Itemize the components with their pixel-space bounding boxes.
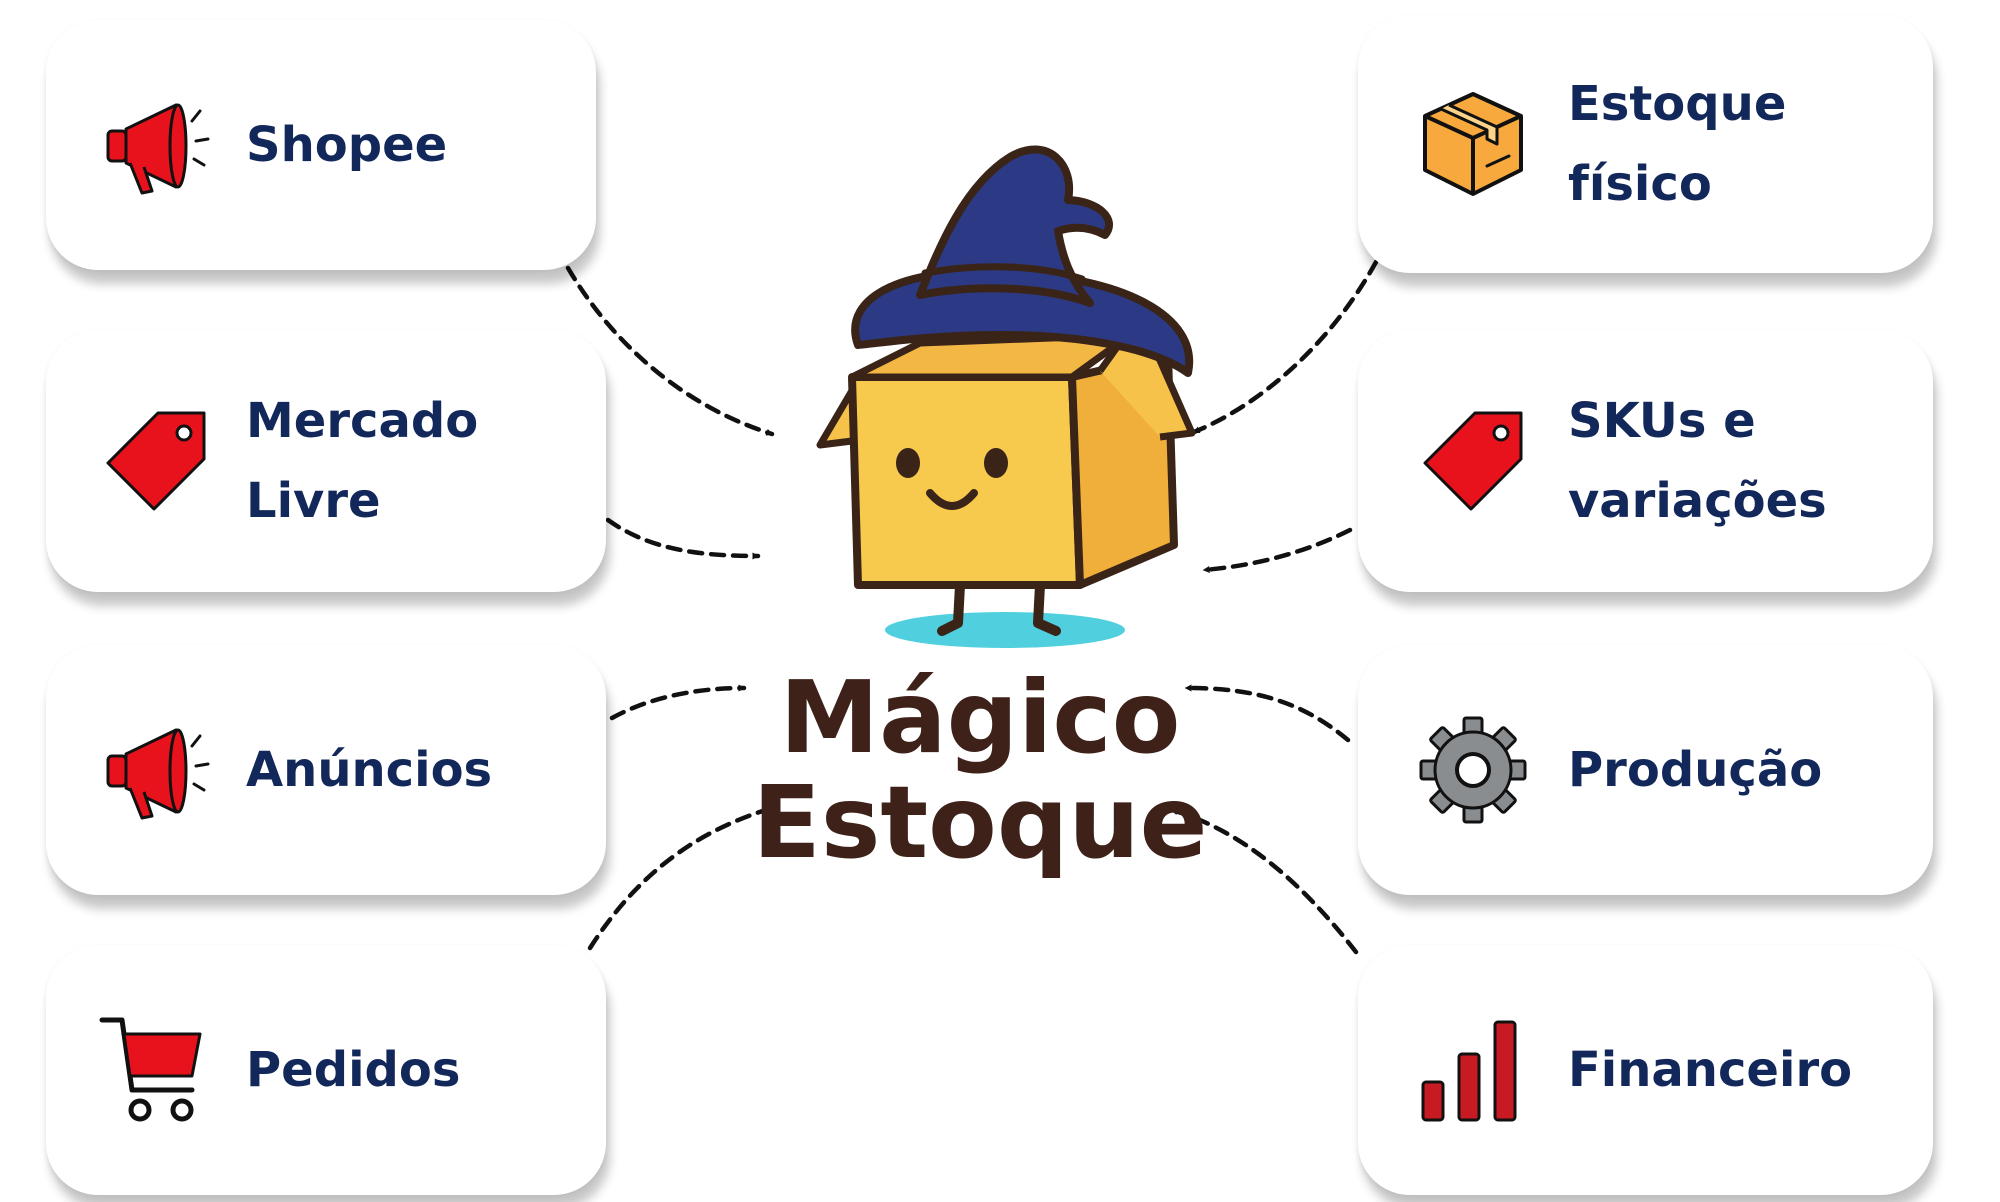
card-financeiro: Financeiro — [1358, 945, 1933, 1195]
center-title-line-2: Estoque — [752, 764, 1208, 881]
price-tag-icon — [96, 401, 216, 521]
arrow-skus — [1201, 527, 1353, 574]
center-title: Mágico Estoque — [680, 665, 1280, 875]
shopping-cart-icon — [96, 1010, 216, 1130]
package-box-icon — [1413, 84, 1533, 204]
card-skus-variacoes: SKUs e variações — [1358, 330, 1933, 592]
card-shopee: Shopee — [46, 20, 596, 270]
megaphone-icon — [96, 710, 216, 830]
wizard-box-mascot — [816, 145, 1196, 648]
card-label: SKUs e variações — [1568, 393, 1827, 529]
price-tag-icon — [1413, 401, 1533, 521]
card-label: Estoque físico — [1568, 76, 1787, 212]
card-label: Anúncios — [246, 742, 493, 798]
card-label: Pedidos — [246, 1042, 461, 1098]
gear-icon — [1413, 710, 1533, 830]
card-producao: Produção — [1358, 645, 1933, 895]
arrow-mercado-livre — [605, 517, 761, 560]
card-anuncios: Anúncios — [46, 645, 606, 895]
center-title-line-1: Mágico — [779, 659, 1181, 776]
card-pedidos: Pedidos — [46, 945, 606, 1195]
card-estoque-fisico: Estoque físico — [1358, 15, 1933, 273]
card-mercado-livre: Mercado Livre — [46, 330, 606, 592]
card-label: Shopee — [246, 117, 448, 173]
card-label: Produção — [1568, 742, 1823, 798]
arrow-estoque-fisico — [1191, 259, 1379, 435]
card-label: Mercado Livre — [246, 393, 479, 529]
card-label: Financeiro — [1568, 1042, 1853, 1098]
bar-chart-icon — [1413, 1010, 1533, 1130]
megaphone-icon — [96, 85, 216, 205]
